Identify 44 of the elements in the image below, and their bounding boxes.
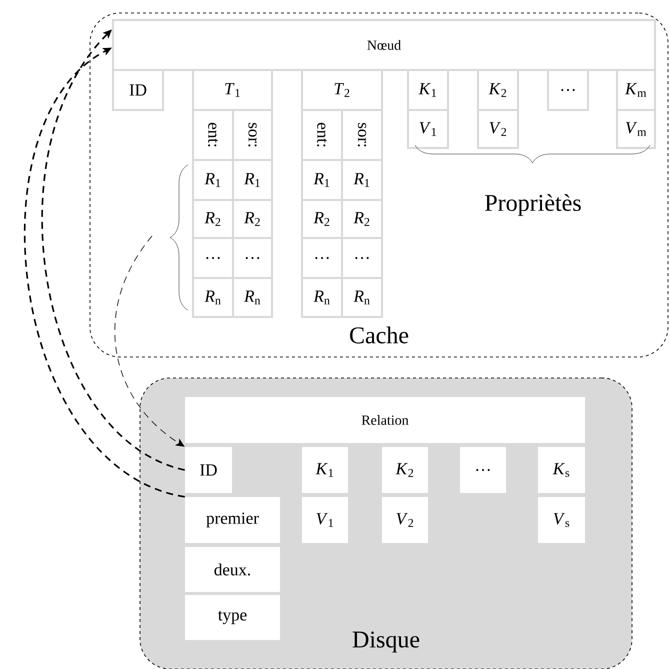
table-cell: V$_{2}$ [477,109,519,149]
table-cell: R$_{1}$ [192,159,234,201]
table-cell: K$_{1}$ [302,447,348,493]
table-cell: … [301,237,343,279]
table-cell: T$_{2}$ [301,69,383,111]
table-cell: R$_{1}$ [301,159,343,201]
table-cell: R$_{1}$ [232,159,273,201]
table-cell: K$_{1}$ [407,69,449,111]
table-cell: R$_{n}$ [301,277,343,318]
table-cell: ID [185,447,232,493]
table-cell: ent: [301,109,343,161]
table-cell: sor: [232,109,273,161]
table-cell: ID [112,69,164,111]
table-cell: V$_{2}$ [382,497,428,543]
table-cell: R$_{n}$ [232,277,273,318]
table-cell: … [232,237,273,279]
table-cell: R$_{n}$ [192,277,234,318]
table-cell: T$_{1}$ [192,69,273,111]
table-cell: premier [185,497,280,543]
table-cell: R$_{2}$ [192,199,234,239]
table-cell: … [192,237,234,279]
brace-label: Propriètès [485,194,581,216]
table-cell: R$_{n}$ [341,277,383,318]
table-cell: … [341,237,383,279]
table-cell: R$_{1}$ [341,159,383,201]
table-cell: V$_{m}$ [616,109,656,149]
table-header: Relation [185,397,585,443]
table-cell: R$_{2}$ [301,199,343,239]
table-cell: V$_{s}$ [538,497,585,543]
table-cell: sor: [341,109,383,161]
table-cell: type [185,595,280,640]
table-cell: … [460,447,506,493]
table-cell: R$_{2}$ [232,199,273,239]
table-cell: V$_{1}$ [407,109,449,149]
table-cell: K$_{m}$ [616,69,656,111]
table-cell: deux. [185,547,280,592]
table-cell: R$_{2}$ [341,199,383,239]
table-cell: ent: [192,109,234,161]
table-cell: … [547,69,589,111]
table-cell: V$_{1}$ [302,497,348,543]
table-cell: K$_{2}$ [382,447,428,493]
arrow [24,48,186,498]
table-cell: K$_{s}$ [538,447,585,493]
table-cell: K$_{2}$ [477,69,519,111]
